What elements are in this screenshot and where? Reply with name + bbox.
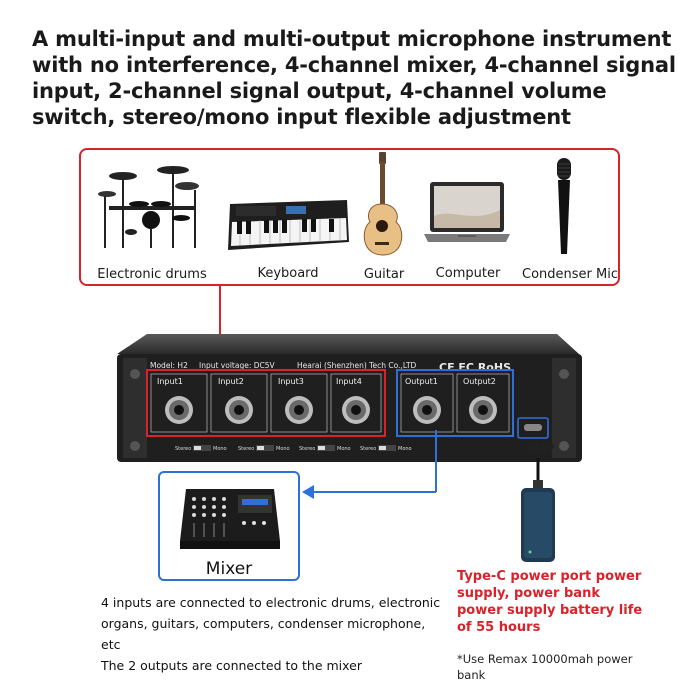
- input2-jack[interactable]: [225, 396, 253, 424]
- manufacturer-text: Hearai (Shenzhen) Tech Co.,LTD: [297, 361, 417, 370]
- mixer-box: Mixer: [158, 471, 300, 581]
- power-bank-icon: [521, 458, 555, 562]
- keyboard-icon: [228, 200, 349, 250]
- description-outputs: The 2 outputs are connected to the mixer: [101, 658, 362, 673]
- drum-kit-icon: [98, 166, 199, 248]
- type-c-port[interactable]: [524, 424, 542, 431]
- input4-label: Input4: [336, 377, 362, 386]
- laptop-icon: [424, 182, 510, 242]
- switch-2[interactable]: Stereo Mono: [238, 445, 290, 452]
- inputs-highlight: [146, 369, 386, 437]
- source-label-condenser-mic: Condenser Mic: [522, 267, 618, 282]
- model-text: Model: H2: [150, 361, 188, 370]
- output2-jack[interactable]: [469, 396, 497, 424]
- microphone-icon: [557, 158, 571, 254]
- mixer-device: Model: H2 Input voltage: DC5V Hearai (Sh…: [117, 334, 582, 462]
- dc5v-label: DC5V: [527, 444, 555, 454]
- switch-4[interactable]: Stereo Mono: [360, 445, 412, 452]
- source-label-computer: Computer: [435, 266, 501, 281]
- input1-jack[interactable]: [165, 396, 193, 424]
- power-bank-note: *Use Remax 10000mah power bank: [457, 652, 633, 682]
- description: 4 inputs are connected to electronic dru…: [101, 592, 441, 676]
- svg-text:Stereo: Stereo: [238, 446, 254, 452]
- input4-jack[interactable]: [342, 396, 370, 424]
- input1-label: Input1: [157, 377, 183, 386]
- power-supply-text: Type-C power port power supply, power ba…: [457, 569, 643, 635]
- source-label-electronic-drums: Electronic drums: [97, 267, 207, 282]
- input-sources-box: [79, 148, 620, 286]
- svg-text:Mono: Mono: [398, 446, 412, 452]
- input2-label: Input2: [218, 377, 244, 386]
- source-label-guitar: Guitar: [363, 267, 405, 282]
- switch-3[interactable]: Stereo Mono: [299, 445, 351, 452]
- svg-text:Stereo: Stereo: [299, 446, 315, 452]
- output1-jack[interactable]: [413, 396, 441, 424]
- output-connector-arrow: [302, 430, 437, 499]
- svg-text:Mono: Mono: [276, 446, 290, 452]
- input3-jack[interactable]: [285, 396, 313, 424]
- output2-label: Output2: [463, 377, 496, 386]
- type-c-highlight: [517, 417, 549, 439]
- switch-1[interactable]: Stereo Mono: [175, 445, 227, 452]
- svg-text:Stereo: Stereo: [175, 446, 191, 452]
- mixer-label: Mixer: [205, 559, 253, 579]
- headline: A multi-input and multi-output microphon…: [32, 27, 676, 129]
- svg-text:Mono: Mono: [213, 446, 227, 452]
- certification-marks: CE FC RoHS: [439, 361, 511, 374]
- svg-text:Stereo: Stereo: [360, 446, 376, 452]
- outputs-highlight: [396, 369, 514, 437]
- output1-label: Output1: [405, 377, 438, 386]
- source-label-keyboard: Keyboard: [257, 266, 319, 281]
- guitar-icon: [363, 152, 403, 256]
- description-inputs: 4 inputs are connected to electronic dru…: [101, 595, 441, 652]
- input3-label: Input3: [278, 377, 304, 386]
- voltage-text: Input voltage: DC5V: [199, 361, 276, 370]
- mixer-console-icon: [180, 489, 280, 549]
- svg-text:Mono: Mono: [337, 446, 351, 452]
